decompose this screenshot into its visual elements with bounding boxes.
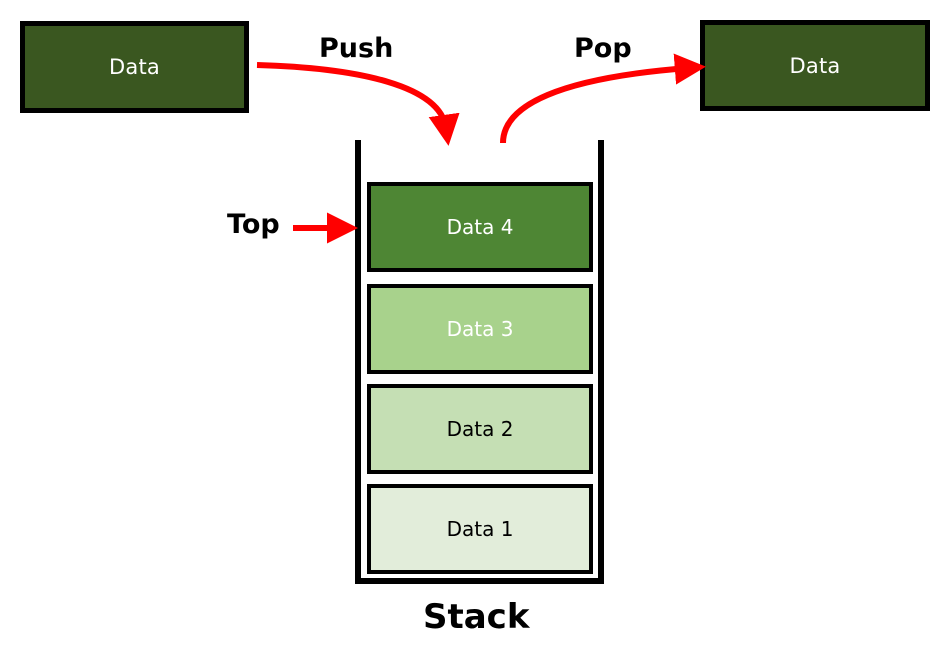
pop-arrow: [500, 53, 706, 144]
pop-label: Pop: [574, 33, 632, 64]
stack-cell-data-1: Data 1: [367, 484, 593, 574]
stack-cell-data-4: Data 4: [367, 182, 593, 272]
stack-left-wall: [355, 140, 361, 584]
stack-cell-label: Data 4: [446, 215, 514, 239]
stack-cell-label: Data 2: [446, 417, 514, 441]
stack-cell-label: Data 1: [446, 517, 514, 541]
output-data-box-label: Data: [789, 53, 841, 78]
stack-cell-label: Data 3: [446, 317, 514, 341]
stack-bottom-wall: [355, 578, 604, 584]
stack-cell-data-3: Data 3: [367, 284, 593, 374]
output-data-box: Data: [700, 20, 930, 111]
top-pointer-label: Top: [227, 209, 280, 240]
push-arrow: [256, 62, 460, 146]
stack-title-label: Stack: [423, 597, 530, 637]
stack-cell-data-2: Data 2: [367, 384, 593, 474]
input-data-box-label: Data: [109, 55, 160, 79]
input-data-box: Data: [20, 21, 249, 113]
push-label: Push: [319, 33, 394, 64]
stack-right-wall: [598, 140, 604, 584]
